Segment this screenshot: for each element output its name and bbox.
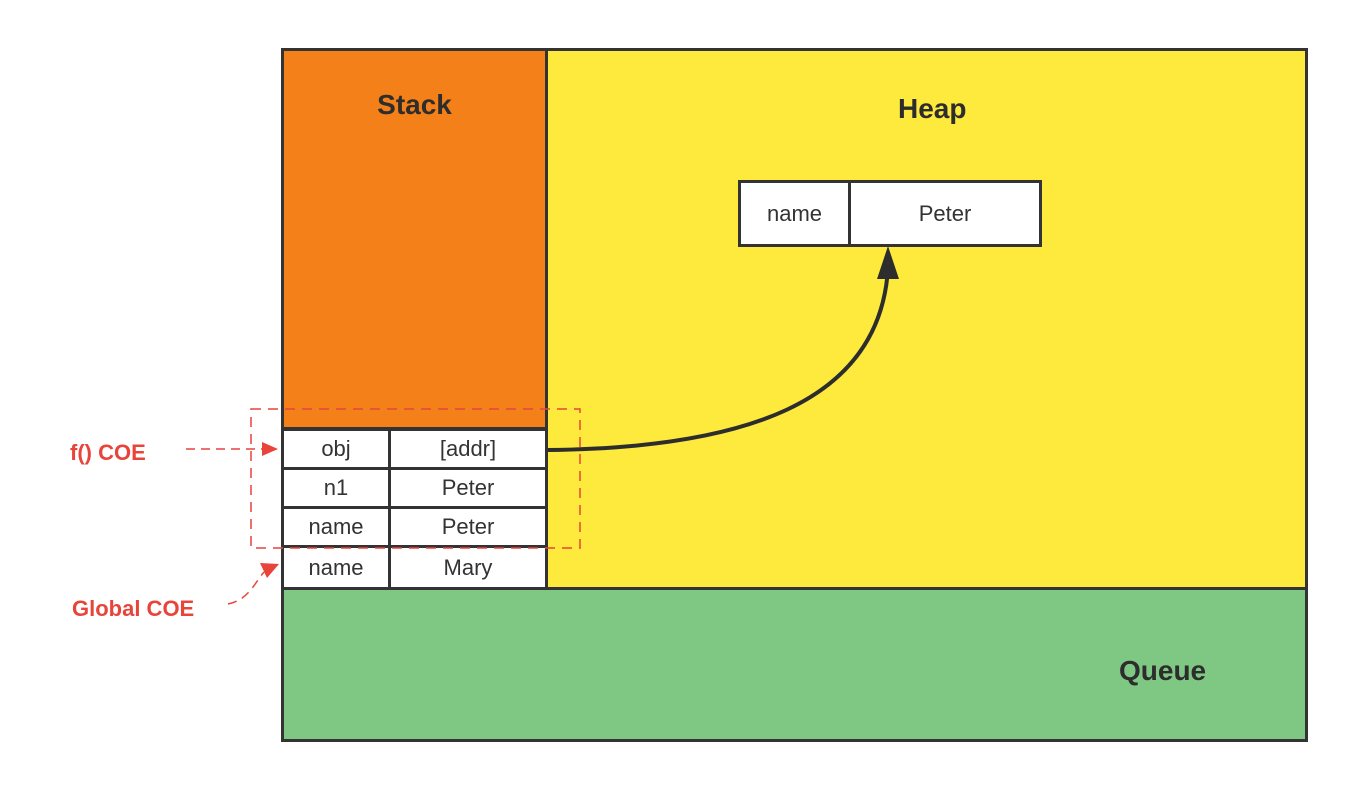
stack-title: Stack — [377, 89, 452, 120]
reference-arrowhead — [877, 246, 899, 279]
global-context-arrowhead — [260, 563, 279, 578]
reference-arrow — [547, 267, 890, 452]
stack-row-value: Mary — [388, 545, 548, 590]
stack-row-key: n1 — [281, 467, 391, 509]
stack-row-key: name — [281, 506, 391, 548]
heap-object-key: name — [738, 180, 851, 247]
heap-object-value: Peter — [848, 180, 1042, 247]
function-context-arrowhead — [262, 442, 278, 456]
stack-region: Stack — [281, 48, 548, 430]
stack-row-key: obj — [281, 428, 391, 470]
global-context-label: Global COE — [72, 596, 195, 621]
queue-title: Queue — [1119, 655, 1207, 686]
function-context-label: f() COE — [70, 440, 146, 465]
queue-region: Queue — [281, 587, 1308, 742]
global-context-arrow — [227, 571, 265, 605]
stack-row-value: Peter — [388, 467, 548, 509]
heap-title: Heap — [898, 93, 967, 124]
function-context-box — [250, 408, 581, 549]
